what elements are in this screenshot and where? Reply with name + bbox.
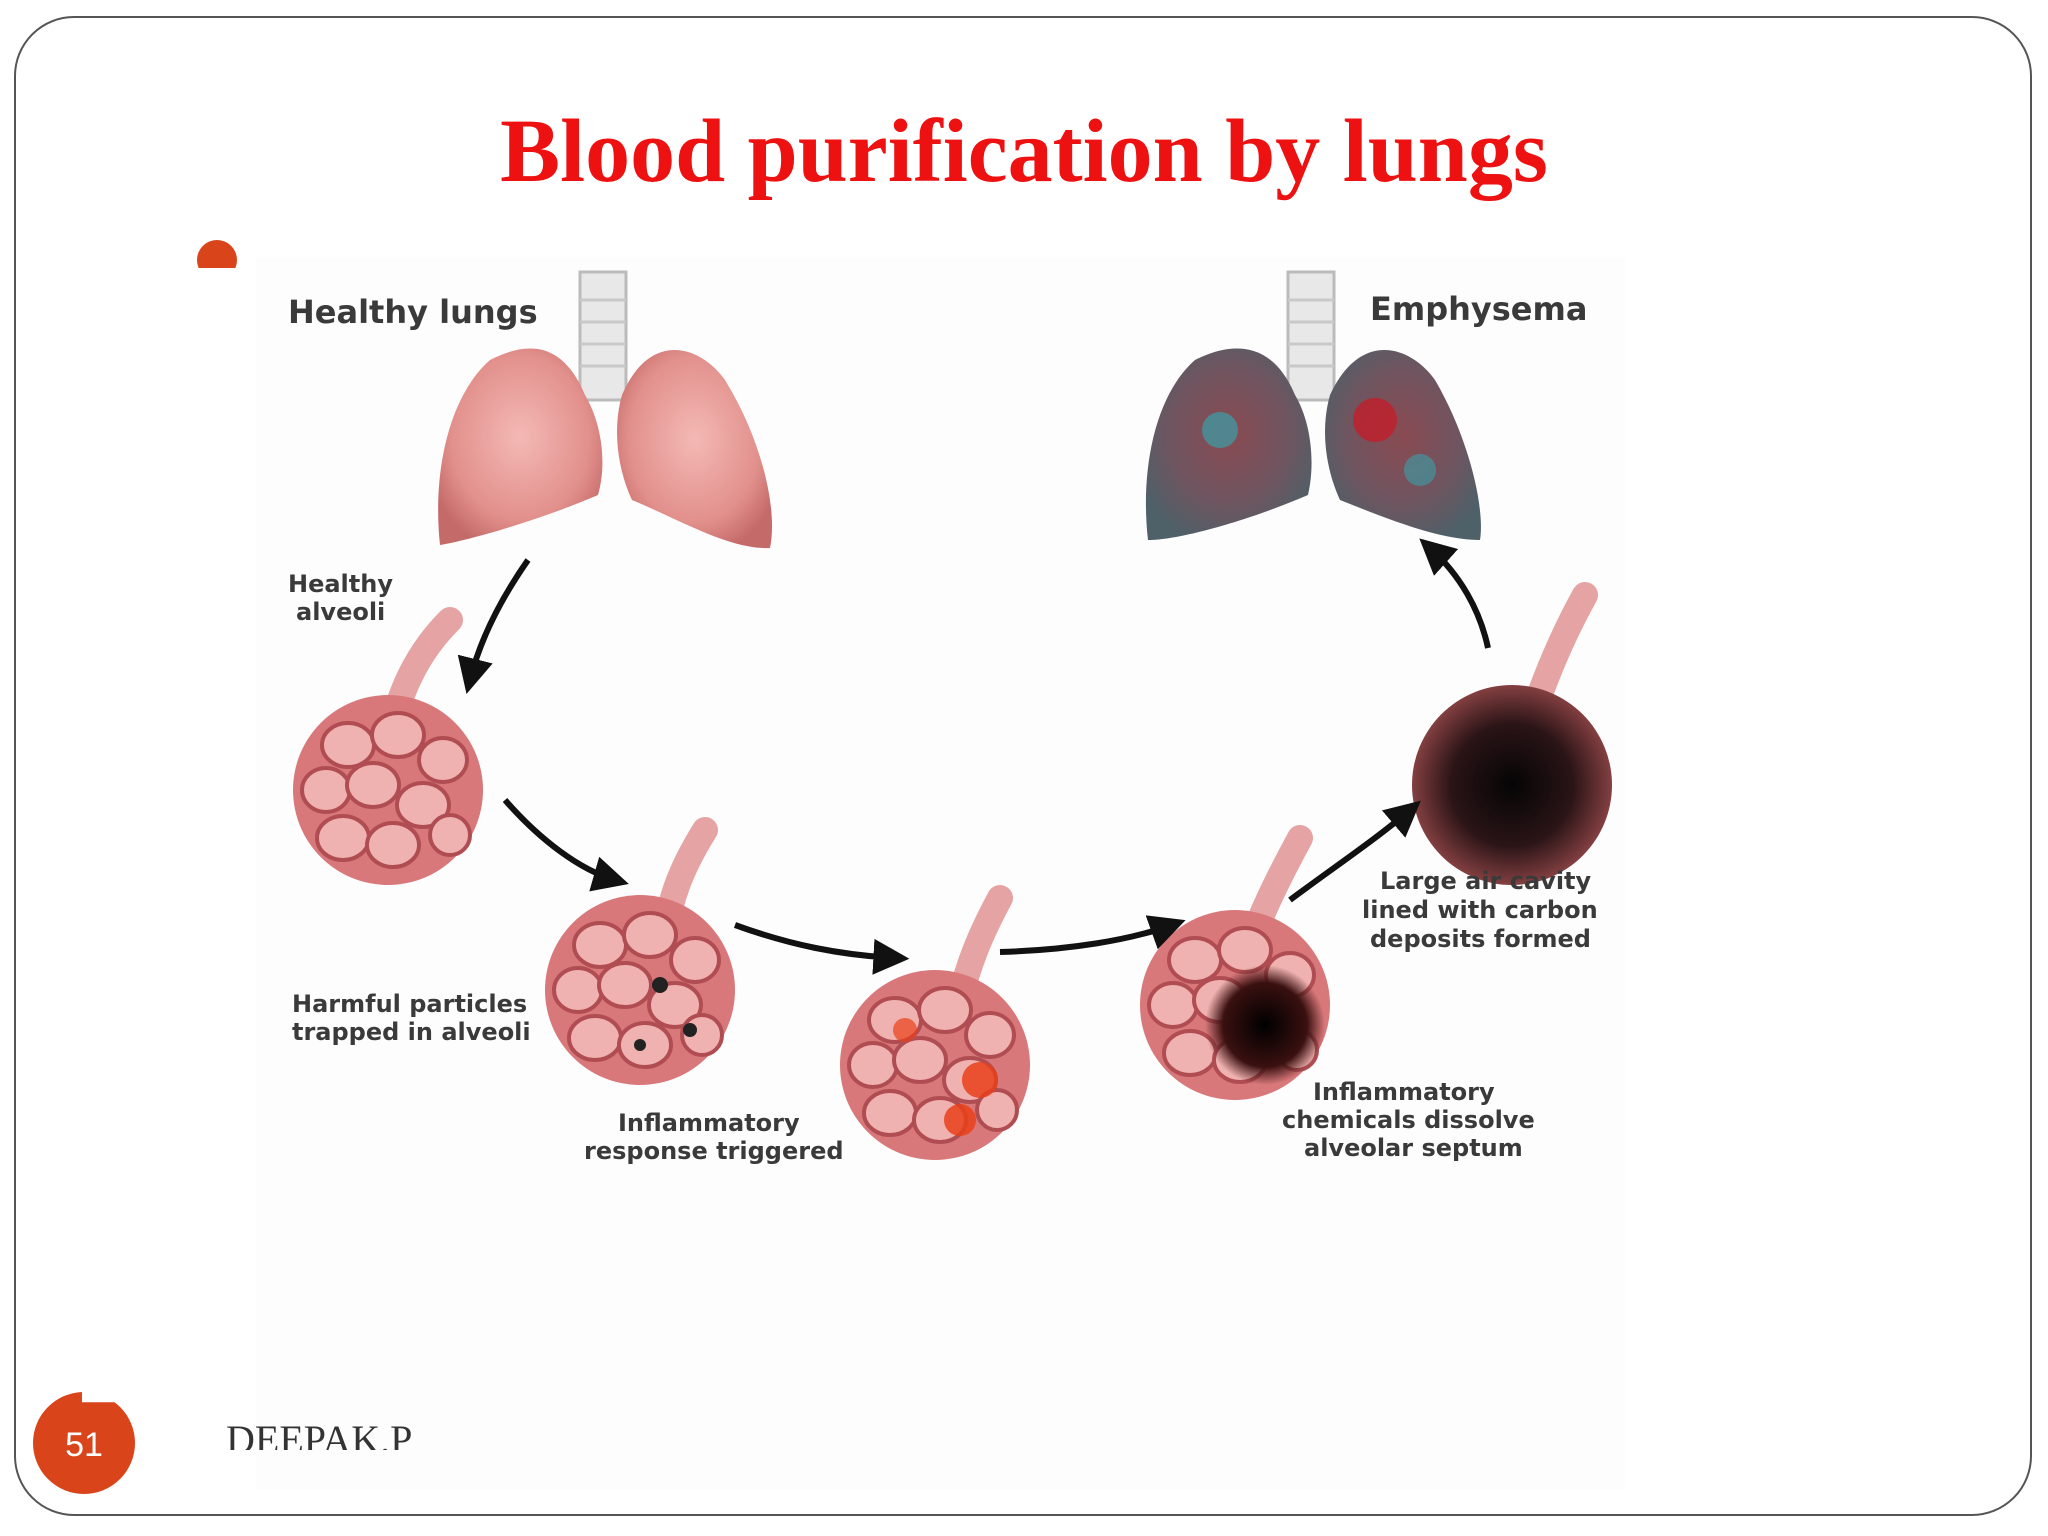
label-cavity-line1: Large air cavity [1380,867,1592,895]
label-chemicals-line3: alveolar septum [1304,1134,1523,1162]
slide-number: 51 [65,1426,103,1464]
air-cavity-cluster [1412,685,1612,885]
healthy-lungs-illustration [438,270,773,549]
label-harmful-line1: Harmful particles [292,990,527,1018]
label-inflammatory-response-line2: response triggered [584,1137,844,1165]
emphysema-lungs-illustration [1145,270,1481,540]
label-cavity-line2: lined with carbon [1362,896,1598,924]
inflamed-alveoli-cluster [838,968,1032,1162]
label-emphysema: Emphysema [1370,290,1587,328]
label-healthy-alveoli-line1: Healthy [288,570,393,598]
label-healthy-lungs: Healthy lungs [288,293,538,331]
slide-number-badge [33,1392,135,1494]
bullet-dot [197,240,237,268]
label-cavity-line3: deposits formed [1370,925,1591,953]
cycle-arrows [457,538,1491,975]
label-chemicals-line1: Inflammatory [1313,1078,1495,1106]
label-inflammatory-response-line1: Inflammatory [618,1109,800,1137]
trapped-particles-cluster [543,893,737,1087]
dissolving-septum-cluster [1138,908,1332,1102]
healthy-alveoli-cluster [291,693,485,887]
diagram-svg: Healthy lungs Emphysema Healthy alveoli … [288,270,1612,1165]
footer-author: DEEPAK.P [226,1420,413,1450]
label-healthy-alveoli-line2: alveoli [296,598,385,626]
emphysema-cycle-diagram: Healthy lungs Emphysema Healthy alveoli … [256,258,1626,1490]
slide-title: Blood purification by lungs [500,102,1548,201]
label-chemicals-line2: chemicals dissolve [1282,1106,1535,1134]
label-harmful-line2: trapped in alveoli [292,1018,531,1046]
